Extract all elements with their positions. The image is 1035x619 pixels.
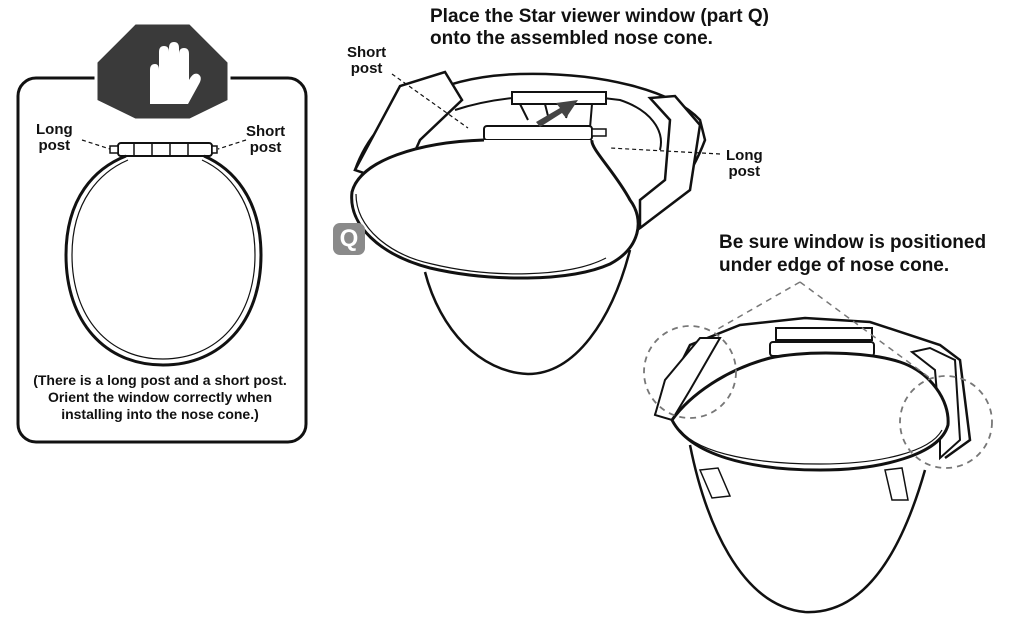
short-post-label-main: Short post [347,45,386,77]
long-post-main-text: Long [726,147,763,164]
nose-cone-assembly [350,70,707,376]
window-note-line-1: Be sure window is positioned [719,232,987,253]
focus-circles [643,281,993,469]
long-post-label-main: Long post [726,148,763,180]
short-post-subtext: post [249,138,282,156]
short-post-label-box: Short post [246,124,285,156]
long-post-subtext: post [38,136,71,154]
note-line-3: installing into the nose cone.) [61,406,259,423]
orientation-note: (There is a long post and a short post. … [25,372,295,423]
part-q-badge: Q [333,223,365,255]
instruction-line-2: onto the assembled nose cone. [430,28,713,50]
stop-hand-icon [94,21,231,122]
short-post-main-subtext: post [350,59,383,77]
note-line-1: (There is a long post and a short post. [33,372,287,388]
positioned-nose-cone [653,316,972,614]
long-post-label-box: Long post [36,122,73,154]
callout-box [16,21,308,444]
long-post-text: Long [36,121,73,138]
instruction-title: Place the Star viewer window (part Q) on… [430,6,769,51]
window-position-note: Be sure window is positioned under edge … [719,232,986,278]
short-post-text: Short [246,123,286,140]
note-line-2: Orient the window correctly when [47,389,273,406]
long-post-main-subtext: post [728,162,761,180]
window-note-line-2: under edge of nose cone. [719,254,950,276]
instruction-line-1: Place the Star viewer window (part Q) [430,6,769,27]
window-top-view [64,142,263,367]
short-post-main-text: Short [347,44,387,61]
